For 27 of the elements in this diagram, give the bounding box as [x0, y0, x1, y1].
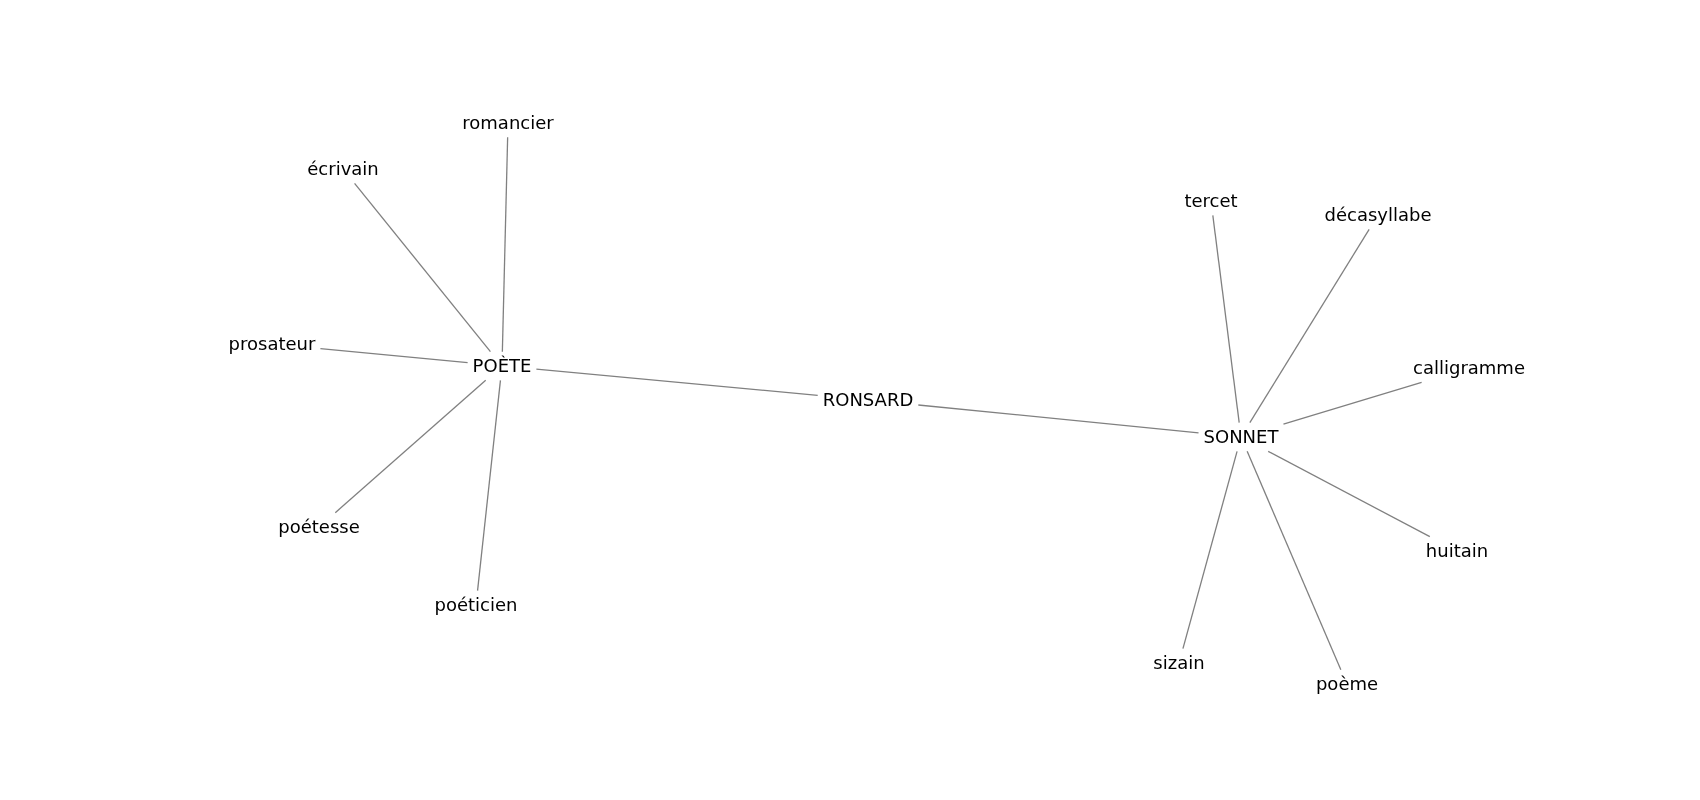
word-label: poétesse [276, 515, 362, 539]
word-label: décasyllabe [1322, 203, 1434, 227]
connector-line [535, 368, 819, 396]
connector-line [1246, 450, 1342, 671]
connector-line [476, 379, 502, 592]
connector-line [1212, 214, 1240, 424]
connector-line [334, 379, 487, 514]
word-label: POÈTE [470, 354, 534, 378]
connector-line [319, 348, 469, 364]
connector-line [1182, 450, 1238, 650]
word-label: prosateur [226, 332, 318, 356]
connector-line [353, 182, 492, 353]
word-label: poéticien [432, 593, 520, 617]
connector-line [1267, 450, 1431, 538]
connector-line [501, 136, 509, 353]
word-label: RONSARD [820, 388, 916, 412]
connector-line [917, 404, 1200, 434]
connector-line [1282, 381, 1423, 425]
word-label: romancier [460, 111, 556, 135]
word-label: calligramme [1411, 356, 1527, 380]
word-label: huitain [1423, 539, 1491, 563]
word-label: écrivain [305, 157, 381, 181]
word-label: poème [1313, 672, 1381, 696]
word-label: sizain [1151, 651, 1207, 675]
word-label: SONNET [1201, 425, 1281, 449]
connector-line [1249, 228, 1370, 424]
word-label: tercet [1182, 189, 1240, 213]
